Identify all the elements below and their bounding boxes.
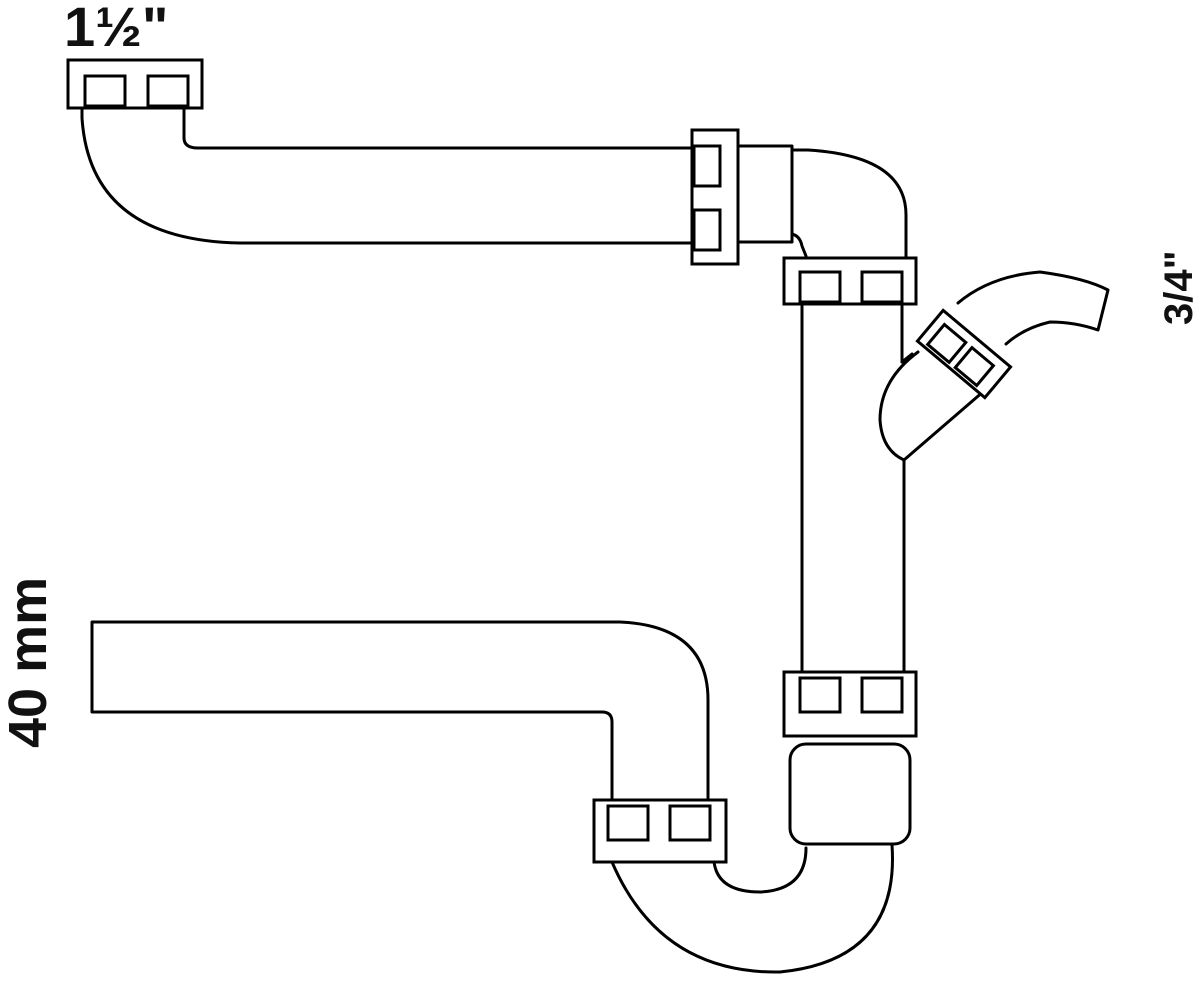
top-elbow: [790, 148, 908, 260]
lower-vertical-nut: [782, 670, 918, 738]
inlet-pipe: [80, 106, 694, 245]
outlet-nut: [592, 798, 728, 864]
hose-branch: [878, 270, 1110, 462]
outlet-pipe: [90, 620, 710, 802]
outlet-size-label: 40 mm: [0, 577, 58, 748]
coupling-nut: [690, 128, 740, 266]
inlet-nut: [66, 58, 204, 110]
u-bend: [610, 843, 894, 974]
coupling-sleeve: [736, 144, 808, 258]
hose-size-label: 3/4": [1157, 250, 1200, 325]
vertical-tube: [800, 302, 906, 674]
inlet-size-label: 1½": [64, 0, 168, 58]
trap-cap: [788, 742, 912, 846]
hose-nut: [915, 308, 1013, 400]
upper-vertical-nut: [782, 256, 918, 306]
